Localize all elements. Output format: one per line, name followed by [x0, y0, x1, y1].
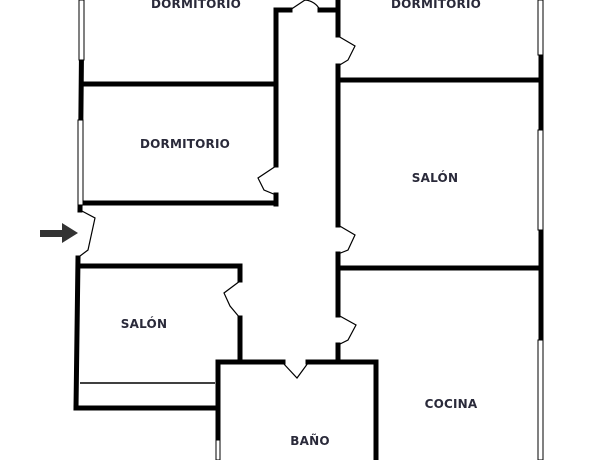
walls — [73, 0, 544, 460]
windows — [77, 0, 544, 460]
room-label-bano: BAÑO — [290, 434, 330, 448]
room-label-salon: SALÓN — [411, 171, 459, 185]
room-label-cocina: COCINA — [424, 397, 478, 411]
room-label-dormitorio: DORMITORIO — [390, 0, 482, 11]
room-label-dormitorio: DORMITORIO — [150, 0, 242, 11]
room-label-salon: SALÓN — [120, 317, 168, 331]
room-label-dormitorio: DORMITORIO — [139, 137, 231, 151]
entrance-arrow-icon — [40, 223, 78, 243]
doors — [79, 0, 357, 379]
